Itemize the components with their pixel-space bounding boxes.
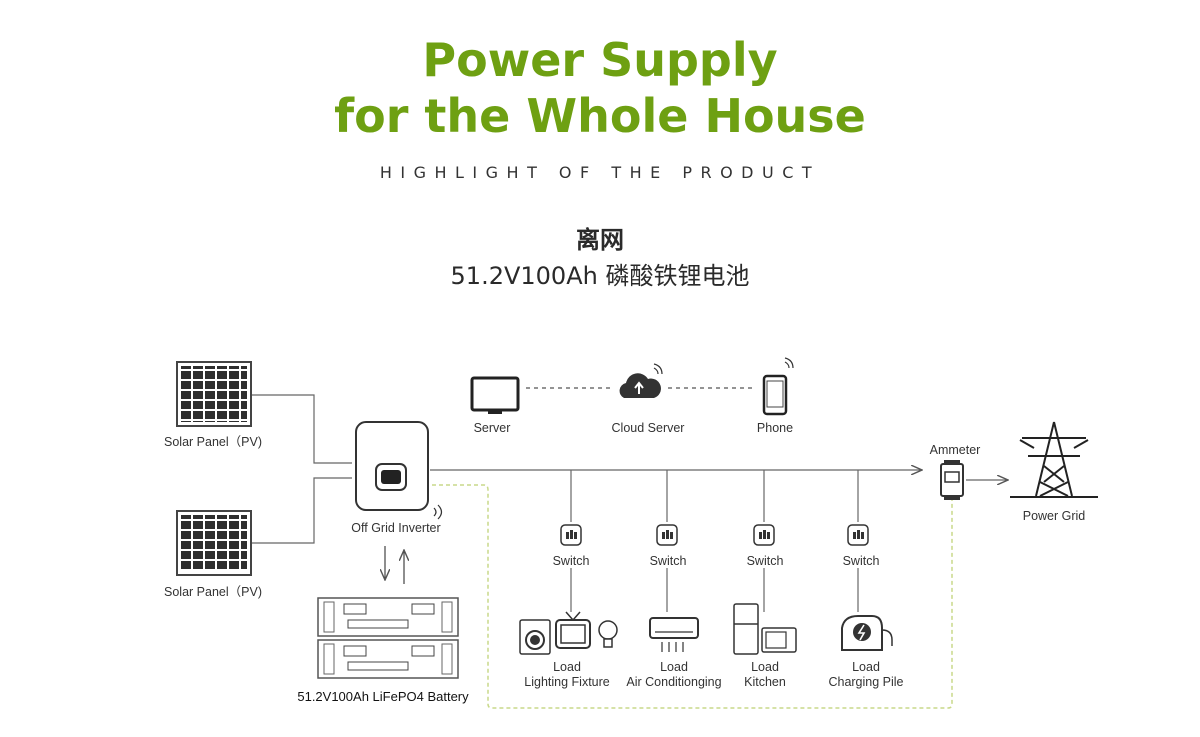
page-title-line2: for the Whole House <box>334 89 866 143</box>
switch-icon <box>847 524 869 546</box>
subtitle: HIGHLIGHT OF THE PRODUCT <box>379 163 821 182</box>
load-label: Load <box>751 660 779 674</box>
ammeter-label: Ammeter <box>930 443 981 457</box>
microwave-icon <box>761 627 797 653</box>
solar-panel-top-label: Solar Panel（PV) <box>164 435 262 449</box>
switch-label: Switch <box>747 554 784 568</box>
cloud-icon <box>619 363 663 398</box>
load-description: Charging Pile <box>828 675 903 689</box>
battery-icon <box>317 597 459 679</box>
communication-loop <box>432 484 953 709</box>
load-description: Air Conditionging <box>626 675 721 689</box>
solar-panel-bottom-label: Solar Panel（PV) <box>164 585 262 599</box>
server-label: Server <box>474 421 511 435</box>
product-name: 51.2V100Ah 磷酸铁锂电池 <box>450 262 750 290</box>
load-description: Lighting Fixture <box>524 675 610 689</box>
inverter-label: Off Grid Inverter <box>351 521 440 535</box>
switch-icon <box>656 524 678 546</box>
product-type: 离网 <box>576 226 624 254</box>
pv-wiring <box>252 394 352 544</box>
load-description: Kitchen <box>744 675 786 689</box>
cloud-label: Cloud Server <box>612 421 685 435</box>
switch-label: Switch <box>843 554 880 568</box>
battery-label: 51.2V100Ah LiFePO4 Battery <box>297 689 469 704</box>
phone-icon <box>762 357 794 416</box>
switch-icon <box>560 524 582 546</box>
grid-label: Power Grid <box>1023 509 1086 523</box>
air-conditioner-icon <box>649 617 699 652</box>
phone-label: Phone <box>757 421 793 435</box>
switch-icon <box>753 524 775 546</box>
washing-machine-icon <box>519 619 551 655</box>
branch-lines <box>570 470 859 612</box>
load-label: Load <box>660 660 688 674</box>
inverter-icon <box>355 421 443 520</box>
load-label: Load <box>553 660 581 674</box>
ammeter-icon <box>940 460 964 500</box>
fridge-icon <box>733 603 759 655</box>
solar-panel-top-icon <box>176 361 252 427</box>
switch-label: Switch <box>553 554 590 568</box>
tv-icon <box>555 611 591 649</box>
load-label: Load <box>852 660 880 674</box>
switch-label: Switch <box>650 554 687 568</box>
solar-panel-bottom-icon <box>176 510 252 576</box>
page-title-line1: Power Supply <box>422 33 778 87</box>
charging-pile-icon <box>841 615 893 651</box>
monitor-icon <box>470 376 520 414</box>
battery-arrows <box>385 546 404 584</box>
light-bulb-icon <box>598 620 618 648</box>
power-tower-icon <box>1010 421 1098 498</box>
